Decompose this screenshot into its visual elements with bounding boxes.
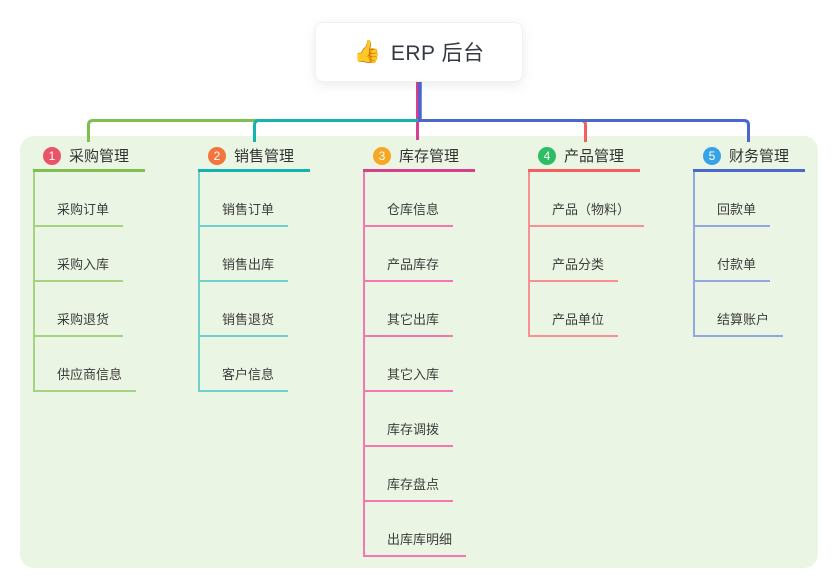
branch-label-text: 库存管理 [399, 148, 460, 165]
child-node: 采购入库 [33, 227, 145, 282]
child-node-label[interactable]: 采购入库 [35, 254, 124, 282]
child-node-label[interactable]: 库存盘点 [365, 474, 454, 502]
branch-sales-label[interactable]: 2 销售管理 [198, 142, 310, 172]
child-node: 结算账户 [693, 282, 805, 337]
child-node-label[interactable]: 销售出库 [200, 254, 289, 282]
child-node: 产品单位 [528, 282, 640, 337]
child-node-label[interactable]: 付款单 [695, 254, 771, 282]
branch-label-text: 销售管理 [234, 148, 295, 165]
child-node: 供应商信息 [33, 337, 145, 392]
branch-purchase-label[interactable]: 1 采购管理 [33, 142, 145, 172]
child-node-label[interactable]: 其它出库 [365, 309, 454, 337]
child-node-label[interactable]: 产品分类 [530, 254, 619, 282]
child-node: 销售订单 [198, 172, 310, 227]
child-node-label[interactable]: 采购订单 [35, 199, 124, 227]
branch-purchase: 1 采购管理 采购订单 采购入库 采购退货 供应商信息 [33, 142, 145, 392]
child-node: 销售退货 [198, 282, 310, 337]
child-node: 产品分类 [528, 227, 640, 282]
child-node: 库存调拨 [363, 392, 475, 447]
branch-number-badge: 5 [703, 146, 721, 165]
child-node: 其它出库 [363, 282, 475, 337]
branch-finance: 5 财务管理 回款单 付款单 结算账户 [693, 142, 805, 337]
branch-label-text: 产品管理 [564, 148, 625, 165]
child-node: 出库库明细 [363, 502, 475, 557]
child-node: 销售出库 [198, 227, 310, 282]
child-node: 仓库信息 [363, 172, 475, 227]
child-node-label[interactable]: 仓库信息 [365, 199, 454, 227]
root-node[interactable]: 👍 ERP 后台 [315, 22, 523, 82]
branch-number-badge: 3 [373, 146, 391, 165]
branch-sales: 2 销售管理 销售订单 销售出库 销售退货 客户信息 [198, 142, 310, 392]
child-node-label[interactable]: 客户信息 [200, 364, 289, 392]
child-node: 其它入库 [363, 337, 475, 392]
child-node-label[interactable]: 采购退货 [35, 309, 124, 337]
branch-number-badge: 2 [208, 146, 226, 165]
child-node: 客户信息 [198, 337, 310, 392]
thumbs-up-icon: 👍 [353, 39, 381, 64]
child-node-label[interactable]: 库存调拨 [365, 419, 454, 447]
branch-inventory: 3 库存管理 仓库信息 产品库存 其它出库 其它入库 库存调拨 库存盘点 出库库… [363, 142, 475, 557]
child-node-label[interactable]: 出库库明细 [365, 529, 467, 557]
child-node-label[interactable]: 产品（物料） [530, 199, 645, 227]
child-node-label[interactable]: 供应商信息 [35, 364, 137, 392]
branch-label-text: 采购管理 [69, 148, 130, 165]
branch-product: 4 产品管理 产品（物料） 产品分类 产品单位 [528, 142, 645, 337]
child-node-label[interactable]: 其它入库 [365, 364, 454, 392]
branches-panel [20, 136, 818, 568]
child-node: 产品库存 [363, 227, 475, 282]
branch-number-badge: 1 [43, 146, 61, 165]
child-node: 付款单 [693, 227, 805, 282]
child-node-label[interactable]: 产品单位 [530, 309, 619, 337]
branch-inventory-label[interactable]: 3 库存管理 [363, 142, 475, 172]
child-node-label[interactable]: 销售订单 [200, 199, 289, 227]
child-node: 回款单 [693, 172, 805, 227]
root-title: ERP 后台 [390, 42, 485, 65]
child-node-label[interactable]: 结算账户 [695, 309, 784, 337]
branch-finance-label[interactable]: 5 财务管理 [693, 142, 805, 172]
child-node: 库存盘点 [363, 447, 475, 502]
child-node-label[interactable]: 回款单 [695, 199, 771, 227]
child-node-label[interactable]: 产品库存 [365, 254, 454, 282]
branch-product-label[interactable]: 4 产品管理 [528, 142, 640, 172]
child-node: 采购退货 [33, 282, 145, 337]
branch-label-text: 财务管理 [729, 148, 790, 165]
child-node: 产品（物料） [528, 172, 645, 227]
child-node-label[interactable]: 销售退货 [200, 309, 289, 337]
branch-number-badge: 4 [538, 146, 556, 165]
child-node: 采购订单 [33, 172, 145, 227]
